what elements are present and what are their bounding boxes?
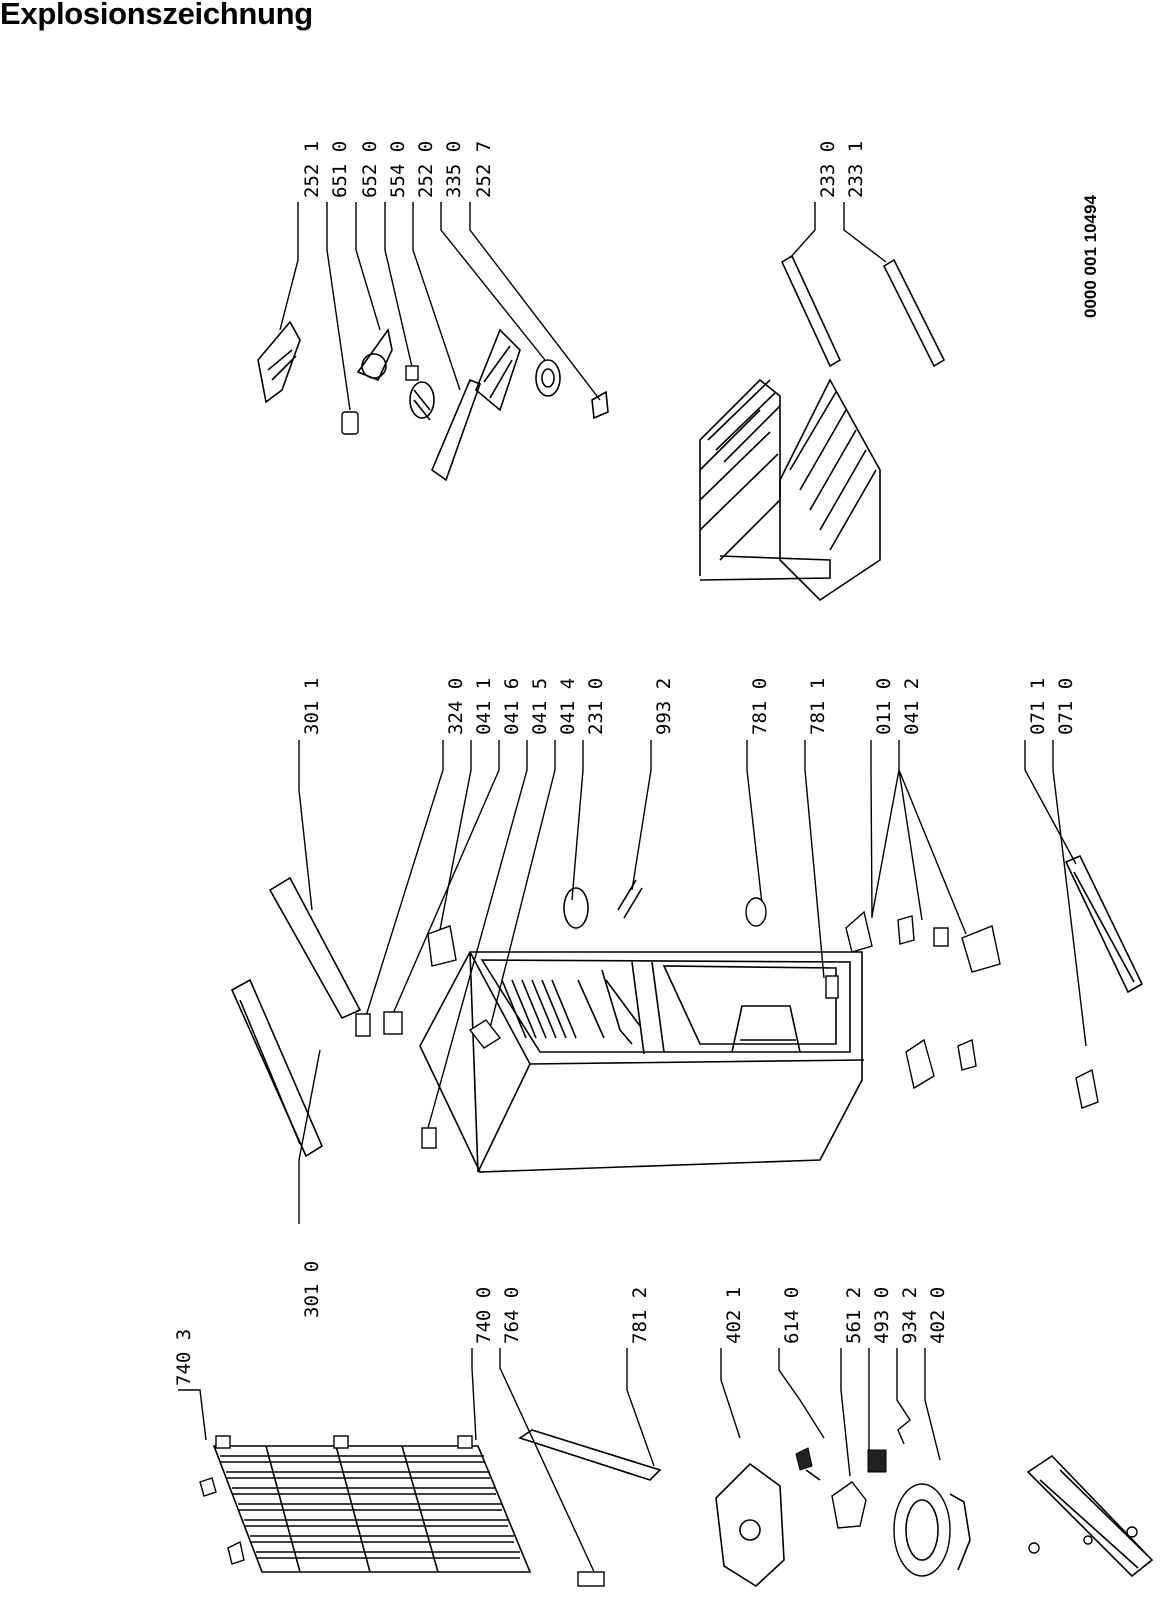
part-label: 231 0 <box>585 678 607 735</box>
part-label: 041 4 <box>557 678 579 735</box>
part-label: 011 0 <box>873 678 895 735</box>
part-label: 493 0 <box>871 1287 893 1344</box>
part-label: 781 0 <box>749 678 771 735</box>
part-label: 781 2 <box>629 1287 651 1344</box>
part-label: 233 1 <box>845 141 867 198</box>
part-label: 041 5 <box>529 678 551 735</box>
leader-lines-center <box>298 740 1087 1129</box>
part-label: 071 1 <box>1027 678 1049 735</box>
thermostat-parts <box>257 320 609 482</box>
refrigerator-cabinet <box>419 951 865 1173</box>
document-number: 0000 001 10494 <box>1081 195 1100 318</box>
shelf-trims <box>780 254 946 368</box>
part-label: 301 1 <box>301 678 323 735</box>
leader-lines-left <box>178 1348 941 1577</box>
cabinet-fittings <box>230 854 1144 1158</box>
part-label: 301 0 <box>301 1261 323 1318</box>
part-label: 740 0 <box>473 1287 495 1344</box>
part-label: 324 0 <box>445 678 467 735</box>
condenser-coil <box>199 1435 532 1573</box>
part-label: 993 2 <box>653 678 675 735</box>
part-label: 740 3 <box>173 1329 195 1386</box>
part-label: 652 0 <box>359 141 381 198</box>
part-label: 402 1 <box>723 1287 745 1344</box>
part-label: 934 2 <box>899 1287 921 1344</box>
part-label: 252 7 <box>473 141 495 198</box>
part-label: 041 2 <box>901 678 923 735</box>
part-label: 781 1 <box>807 678 829 735</box>
part-label: 764 0 <box>501 1287 523 1344</box>
part-label: 071 0 <box>1055 678 1077 735</box>
page-title: Explosionszeichnung <box>0 0 313 31</box>
part-label: 402 0 <box>927 1287 949 1344</box>
part-label: 041 6 <box>501 678 523 735</box>
label-group-left: 740 3 740 0 764 0 781 2 402 1 614 0 561 … <box>173 1287 949 1386</box>
part-label: 233 0 <box>817 141 839 198</box>
part-label: 252 0 <box>415 141 437 198</box>
left-small-parts <box>518 1429 971 1588</box>
leader-lines-top-right <box>279 202 601 411</box>
compressor-base-plate <box>1026 1454 1154 1578</box>
part-label: 561 2 <box>843 1287 865 1344</box>
part-label: 252 1 <box>301 141 323 198</box>
part-label: 554 0 <box>387 141 409 198</box>
part-label: 651 0 <box>329 141 351 198</box>
label-group-center: 301 1 324 0 041 1 041 6 041 5 041 4 231 … <box>301 678 1077 735</box>
part-label: 614 0 <box>781 1287 803 1344</box>
label-group-top-right: 252 1 651 0 652 0 554 0 252 0 335 0 252 … <box>301 141 495 198</box>
part-label: 041 1 <box>473 678 495 735</box>
part-label: 335 0 <box>443 141 465 198</box>
wire-shelves <box>699 378 881 602</box>
